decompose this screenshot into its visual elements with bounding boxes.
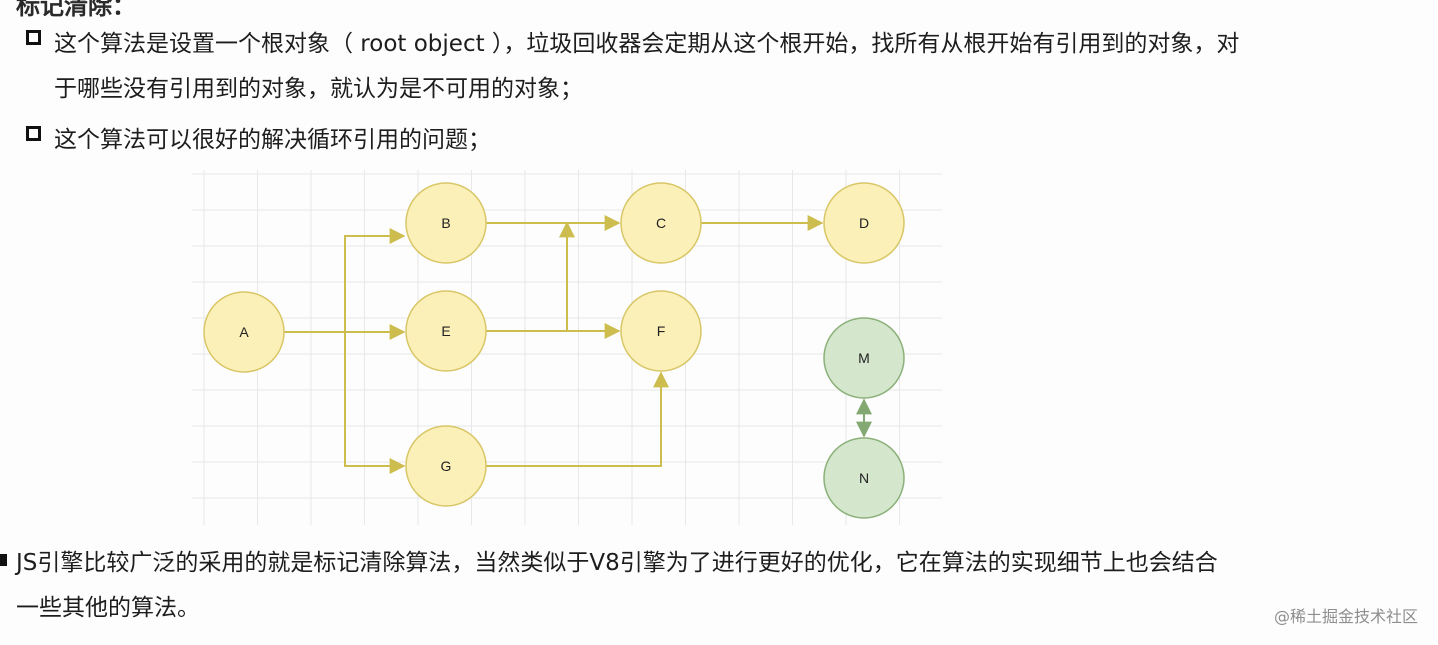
diagram-canvas: A B C D E F G M N: [192, 170, 942, 525]
node-label: M: [858, 350, 870, 366]
square-bullet-icon: [26, 126, 41, 141]
node-circle: [823, 182, 905, 264]
node-d: D: [823, 182, 905, 264]
edge-g-f: [486, 371, 669, 467]
footer-line-1: JS引擎比较广泛的采用的就是标记清除算法，当然类似于V8引擎为了进行更好的优化，…: [16, 550, 1218, 576]
square-bullet-icon: [26, 30, 41, 45]
node-label: E: [441, 323, 450, 339]
node-label: G: [441, 458, 452, 474]
node-label: C: [656, 215, 666, 231]
edges: [284, 215, 872, 474]
footer-line-2: 一些其他的算法。: [16, 595, 200, 621]
bullet-item-2: 这个算法可以很好的解决循环引用的问题；: [24, 118, 1419, 163]
bullet-text-line-2: 于哪些没有引用到的对象，就认为是不可用的对象；: [54, 76, 583, 102]
node-m: M: [823, 317, 905, 399]
edge-a-g: [344, 332, 406, 474]
node-g: G: [405, 425, 487, 507]
node-circle: [823, 437, 905, 519]
edge-e-c: [486, 221, 575, 332]
node-label: D: [859, 215, 869, 231]
node-label: N: [859, 470, 869, 486]
node-label: B: [441, 215, 450, 231]
node-n: N: [823, 437, 905, 519]
node-circle: [405, 182, 487, 264]
node-circle: [823, 317, 905, 399]
node-label: A: [239, 324, 249, 340]
node-e: E: [405, 290, 487, 372]
node-circle: [405, 425, 487, 507]
node-circle: [620, 290, 702, 372]
bullet-item-1: 这个算法是设置一个根对象（ root object ），垃圾回收器会定期从这个根…: [24, 22, 1419, 112]
nodes: A B C D E F G M N: [203, 182, 905, 519]
bullet-text-line-1: 这个算法可以很好的解决循环引用的问题；: [54, 127, 491, 153]
filled-bullet-icon: [0, 554, 7, 566]
bullet-text-line-1: 这个算法是设置一个根对象（ root object ），垃圾回收器会定期从这个根…: [54, 31, 1240, 57]
node-f: F: [620, 290, 702, 372]
watermark: @稀土掘金技术社区: [1273, 607, 1418, 626]
node-a: A: [203, 291, 285, 373]
node-circle: [620, 182, 702, 264]
node-circle: [203, 291, 285, 373]
node-b: B: [405, 182, 487, 264]
node-label: F: [657, 323, 666, 339]
node-c: C: [620, 182, 702, 264]
node-circle: [405, 290, 487, 372]
reachability-diagram: A B C D E F G M N: [192, 170, 942, 525]
section-heading: 标记清除：: [16, 0, 136, 20]
